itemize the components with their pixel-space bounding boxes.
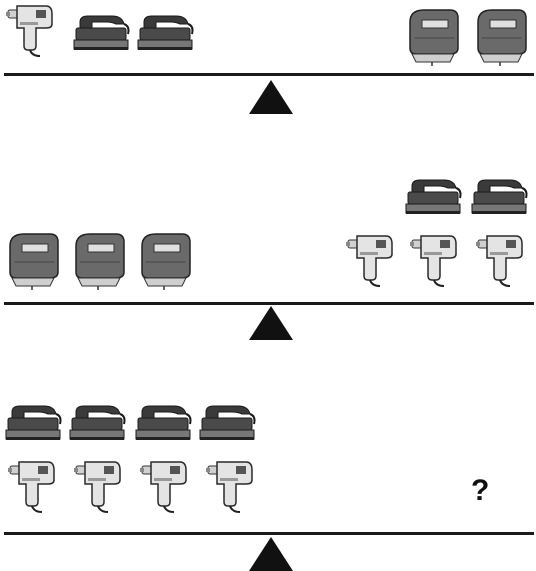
sander-icon bbox=[68, 404, 128, 442]
drill-icon bbox=[140, 458, 192, 514]
jigsaw-icon bbox=[72, 232, 128, 292]
balance-beam bbox=[4, 532, 534, 535]
jigsaw-icon bbox=[474, 8, 530, 68]
sander-icon bbox=[404, 178, 464, 216]
sander-icon bbox=[470, 178, 530, 216]
drill-icon bbox=[8, 458, 60, 514]
jigsaw-icon bbox=[406, 8, 462, 68]
balance-beam bbox=[4, 73, 534, 76]
sander-icon bbox=[198, 404, 258, 442]
triangle-fulcrum-icon bbox=[249, 306, 293, 340]
drill-icon bbox=[6, 2, 58, 58]
drill-icon bbox=[346, 232, 398, 288]
unknown-answer-mark: ? bbox=[471, 476, 489, 506]
sander-icon bbox=[72, 14, 132, 52]
sander-icon bbox=[134, 404, 194, 442]
sander-icon bbox=[136, 14, 196, 52]
sander-icon bbox=[4, 404, 64, 442]
triangle-fulcrum-icon bbox=[249, 537, 293, 571]
triangle-fulcrum-icon bbox=[249, 80, 293, 114]
drill-icon bbox=[74, 458, 126, 514]
balance-beam bbox=[4, 302, 534, 305]
drill-icon bbox=[206, 458, 258, 514]
drill-icon bbox=[476, 232, 528, 288]
jigsaw-icon bbox=[138, 232, 194, 292]
jigsaw-icon bbox=[6, 232, 62, 292]
drill-icon bbox=[410, 232, 462, 288]
